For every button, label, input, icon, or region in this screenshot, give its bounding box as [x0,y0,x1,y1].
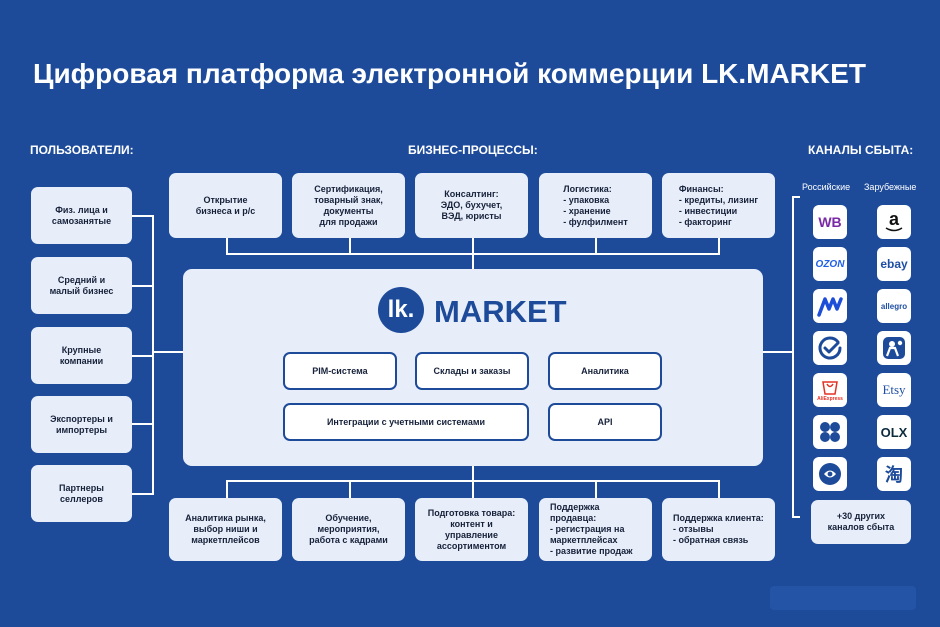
user-seller-partners: Партнеры селлеров [31,465,132,522]
etsy-icon: Etsy [877,373,911,407]
process-finance: Финансы: - кредиты, лизинг - инвестиции … [662,173,775,238]
channels-section-title: КАНАЛЫ СБЫТА: [808,143,914,157]
megamarket-icon [813,289,847,323]
process-product-prep: Подготовка товара: контент и управление … [415,498,528,561]
module-pim: PIM-система [283,352,397,390]
amazon-icon: a [877,205,911,239]
ebay-icon: ebay [877,247,911,281]
platform-logo-word: MARKET [434,294,567,329]
module-api: API [548,403,662,441]
process-consulting: Консалтинг: ЭДО, бухучет, ВЭД, юристы [415,173,528,238]
ozon-icon: OZON [813,247,847,281]
user-large-companies: Крупные компании [31,327,132,384]
process-business-opening: Открытие бизнеса и р/с [169,173,282,238]
lk-logo-icon: lk. [378,287,424,333]
walmart-icon [877,331,911,365]
allegro-icon: allegro [877,289,911,323]
page-title: Цифровая платформа электронной коммерции… [33,58,866,89]
more-channels: +30 других каналов сбыта [811,500,911,544]
russian-channels-label: Российские [802,182,851,192]
sber-icon [813,457,847,491]
aliexpress-icon: AliExpress [813,373,847,407]
user-exporters: Экспортеры и импортеры [31,396,132,453]
watermark [770,586,916,610]
process-market-analytics: Аналитика рынка, выбор ниши и маркетплей… [169,498,282,561]
process-certification: Сертификация, товарный знак, документы д… [292,173,405,238]
yandex-market-icon [813,331,847,365]
user-individuals: Физ. лица и самозанятые [31,187,132,244]
process-seller-support: Поддержка продавца: - регистрация на мар… [539,498,652,561]
process-logistics: Логистика: - упаковка - хранение - фулфи… [539,173,652,238]
business-section-title: БИЗНЕС-ПРОЦЕССЫ: [408,143,538,157]
process-client-support: Поддержка клиента: - отзывы - обратная с… [662,498,775,561]
olx-icon: OLX [877,415,911,449]
users-section-title: ПОЛЬЗОВАТЕЛИ: [30,143,134,157]
taobao-icon: 淘 [877,457,911,491]
module-integrations: Интеграции с учетными системами [283,403,529,441]
module-warehouses-orders: Склады и заказы [415,352,529,390]
wildberries-icon: WB [813,205,847,239]
process-training: Обучение, мероприятия, работа с кадрами [292,498,405,561]
kazanexpress-icon [813,415,847,449]
user-smb: Средний и малый бизнес [31,257,132,314]
foreign-channels-label: Зарубежные [864,182,917,192]
module-analytics: Аналитика [548,352,662,390]
